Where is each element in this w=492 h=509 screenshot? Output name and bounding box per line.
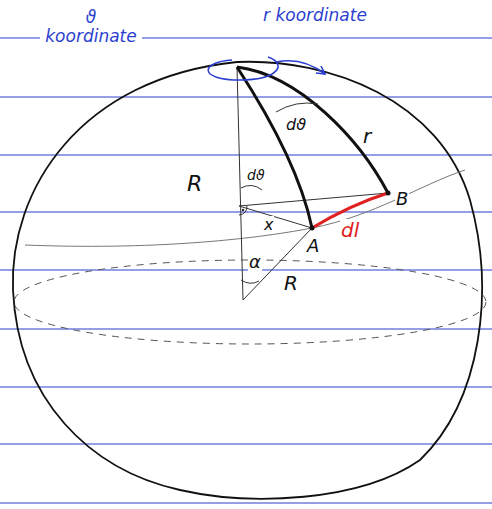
line-element-label: dl: [340, 219, 360, 241]
arc-label: r: [362, 125, 372, 147]
radius-line: [243, 228, 312, 300]
point-label: A: [306, 236, 320, 256]
coordinate-note: r koordinate: [262, 6, 368, 25]
distance-label: x: [263, 216, 274, 234]
right-angle-dot: [242, 209, 245, 212]
sphere-outline: [13, 62, 482, 499]
equator: [14, 260, 486, 344]
angle-label: α: [248, 252, 262, 272]
point-label: B: [395, 189, 409, 209]
alpha-arc: [241, 280, 259, 283]
angle-label: dϑ: [285, 116, 307, 134]
radius-label: R: [186, 172, 203, 196]
right-angle-mark: [239, 206, 247, 215]
meridian-a: [237, 67, 312, 228]
axis-line: [237, 67, 243, 300]
rotation-arrow: [208, 57, 325, 80]
latitude-circle: [25, 170, 465, 246]
meridian-b: [237, 67, 388, 193]
angle-arc: [241, 185, 262, 190]
ruled-lines: [0, 38, 492, 503]
angle-arc: [276, 103, 318, 112]
x-line: [239, 206, 312, 228]
radius-label: R: [283, 272, 299, 294]
coordinate-note: ϑ koordinate: [40, 8, 142, 45]
point-a: [310, 226, 315, 231]
angle-label: dϑ: [246, 168, 266, 183]
point-b: [386, 191, 391, 196]
